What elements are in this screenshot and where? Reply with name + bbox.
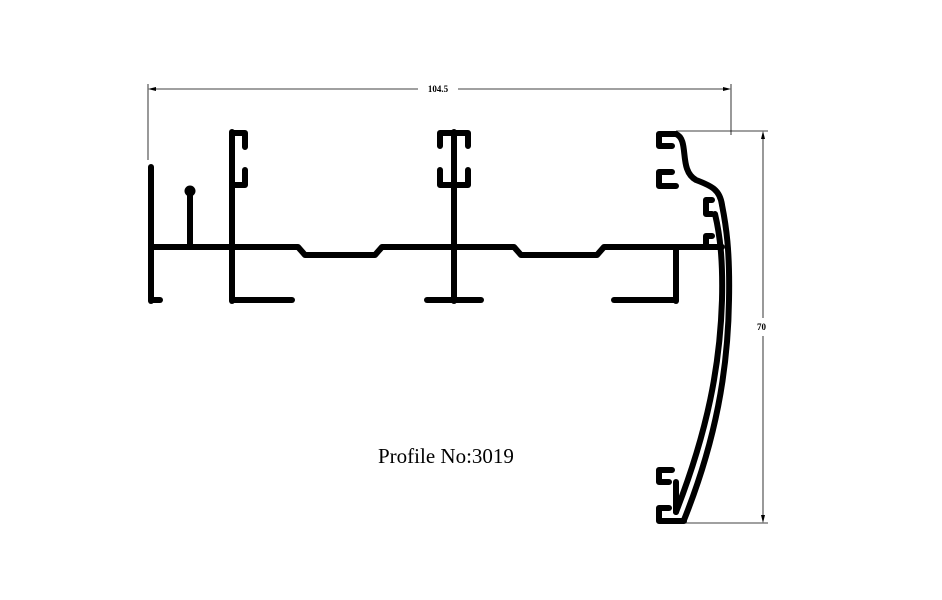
profile-section	[148, 129, 733, 524]
knob-head	[184, 185, 196, 197]
right-top-clip-upper	[656, 131, 679, 149]
right-lower-channel	[611, 246, 679, 304]
width-dimension: 104.5	[147, 84, 732, 160]
left-channel	[229, 129, 295, 304]
left-channel-bottom-lip	[229, 167, 248, 188]
left-channel-top-lip	[229, 130, 248, 150]
right-top-clip-curve	[673, 131, 725, 208]
center-channel-top-lips	[437, 130, 471, 149]
curved-front-face	[681, 202, 733, 523]
height-dimension: 70	[676, 130, 768, 524]
right-top-clip-lower	[656, 169, 679, 189]
center-channel	[424, 129, 484, 304]
right-inner-hook-upper	[703, 197, 715, 217]
curved-front-face-inner	[673, 211, 726, 515]
main-web	[148, 244, 725, 258]
right-inner-hook-lower	[703, 233, 715, 248]
width-arrow-left	[148, 87, 156, 91]
height-dimension-label: 70	[757, 322, 767, 332]
profile-caption: Profile No:3019	[378, 444, 514, 468]
bottom-clip-lower	[656, 505, 687, 524]
center-channel-bottom-lips	[437, 167, 471, 188]
right-top-clip	[656, 131, 725, 208]
bottom-clip-upper	[656, 467, 675, 485]
height-arrow-top	[761, 131, 765, 139]
width-dimension-label: 104.5	[428, 84, 449, 94]
width-arrow-right	[723, 87, 731, 91]
bottom-clip	[656, 467, 687, 524]
height-arrow-bottom	[761, 515, 765, 523]
